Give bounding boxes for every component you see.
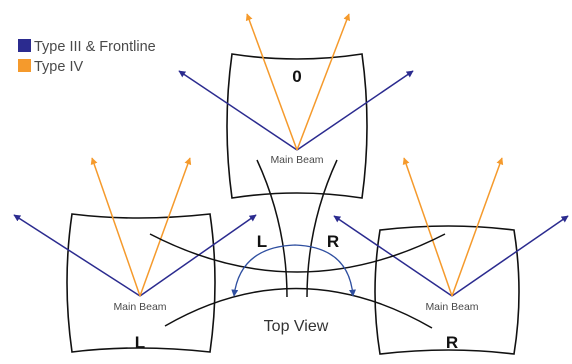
legend: Type III & Frontline Type IV	[18, 39, 156, 75]
rotation-arc	[231, 244, 356, 297]
hull-spine-left	[256, 159, 288, 298]
panel-left-beam-orange-right	[139, 157, 192, 297]
panel-right-letter: R	[446, 333, 458, 352]
panel-left-letter: L	[135, 333, 145, 352]
diagram-caption: Top View	[264, 318, 329, 335]
legend-swatch-type-iii	[18, 39, 31, 52]
panel-right-outline	[374, 225, 520, 355]
legend-label-type-iv: Type IV	[34, 59, 83, 75]
panel-right-beam-label: Main Beam	[425, 301, 478, 313]
panel-top-beam-orange-left	[245, 13, 298, 151]
panel-top: Main Beam 0	[178, 13, 414, 199]
panel-top-letter: 0	[292, 67, 301, 86]
panel-left	[13, 157, 257, 353]
hull-letter-right: R	[327, 232, 339, 251]
panel-top-outline	[226, 53, 368, 199]
hull-spine-right	[306, 159, 338, 298]
hull-letter-left: L	[257, 232, 267, 251]
panel-right-beam-orange-left	[402, 157, 453, 297]
hull-outline	[149, 159, 446, 329]
panel-top-beam-label: Main Beam	[270, 154, 323, 166]
panel-right	[333, 157, 569, 355]
panel-top-beam-blue-left	[178, 70, 298, 151]
legend-label-type-iii: Type III & Frontline	[34, 39, 156, 55]
panel-left-outline	[66, 213, 216, 353]
legend-swatch-type-iv	[18, 59, 31, 72]
panel-right-beam-orange-right	[451, 157, 504, 297]
panel-left-beam-blue-left	[13, 214, 141, 297]
panel-right-beam-blue-right	[451, 215, 569, 297]
panel-top-beam-orange-right	[296, 13, 351, 151]
legend-item-type-iv: Type IV	[18, 59, 83, 75]
panel-left-beam-label: Main Beam	[113, 301, 166, 313]
legend-item-type-iii: Type III & Frontline	[18, 39, 156, 55]
panel-top-beam-blue-right	[296, 70, 414, 151]
hull-upper-curve	[149, 233, 446, 273]
panel-left-beam-orange-left	[90, 157, 141, 297]
hull-lower-curve	[164, 287, 433, 329]
